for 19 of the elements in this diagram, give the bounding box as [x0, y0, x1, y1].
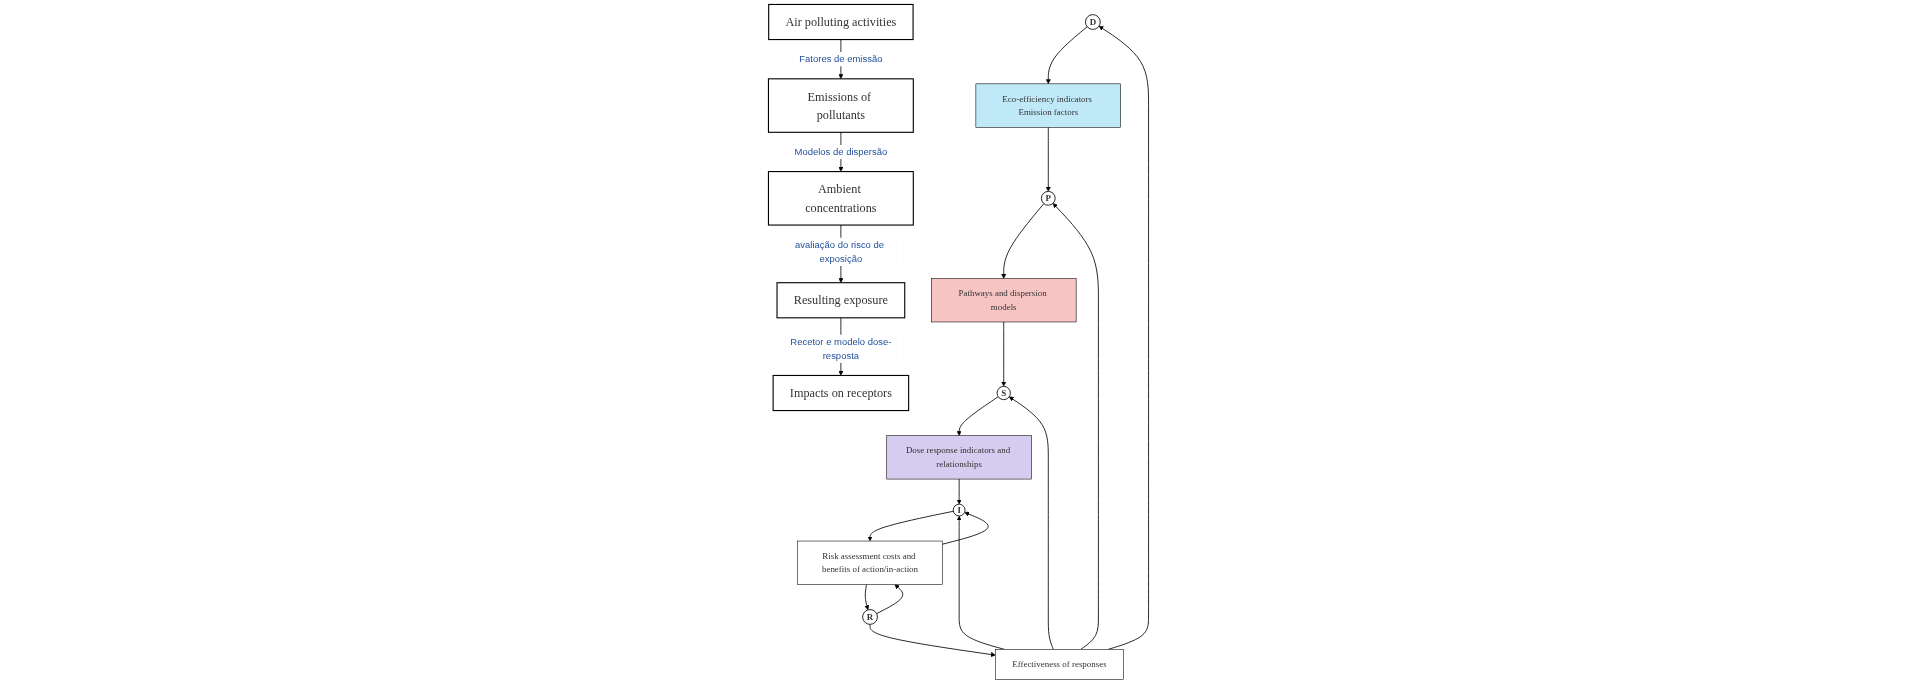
node-circle: D [1085, 14, 1101, 30]
edge-label: Fatores de emissão [799, 53, 883, 65]
edge-label: avaliação do risco de exposição [795, 239, 885, 265]
node-circle: S [996, 385, 1011, 401]
node-box: Pathways and dispersion models [931, 278, 1077, 323]
node-box: Dose response indicators and relationships [886, 435, 1032, 480]
node-circle: R [862, 609, 878, 625]
node-box: Effectiveness of responses [995, 649, 1124, 680]
edge-label: Modelos de dispersão [794, 146, 888, 158]
node-box: Resulting exposure [776, 282, 906, 319]
node-circle: P [1040, 191, 1056, 206]
node-box: Emissions of pollutants [767, 78, 914, 133]
node-box: Eco-efficiency indicators Emission factors [975, 83, 1121, 128]
node-box: Impacts on receptors [772, 374, 910, 412]
node-circle: I [952, 503, 966, 517]
node-box: Air polluting activities [768, 3, 914, 41]
edge-label: Recetor e modelo dose-resposta [790, 336, 892, 361]
node-box: Risk assessment costs and benefits of action/in-action [797, 540, 943, 585]
node-box: Ambient concentrations [767, 171, 914, 226]
